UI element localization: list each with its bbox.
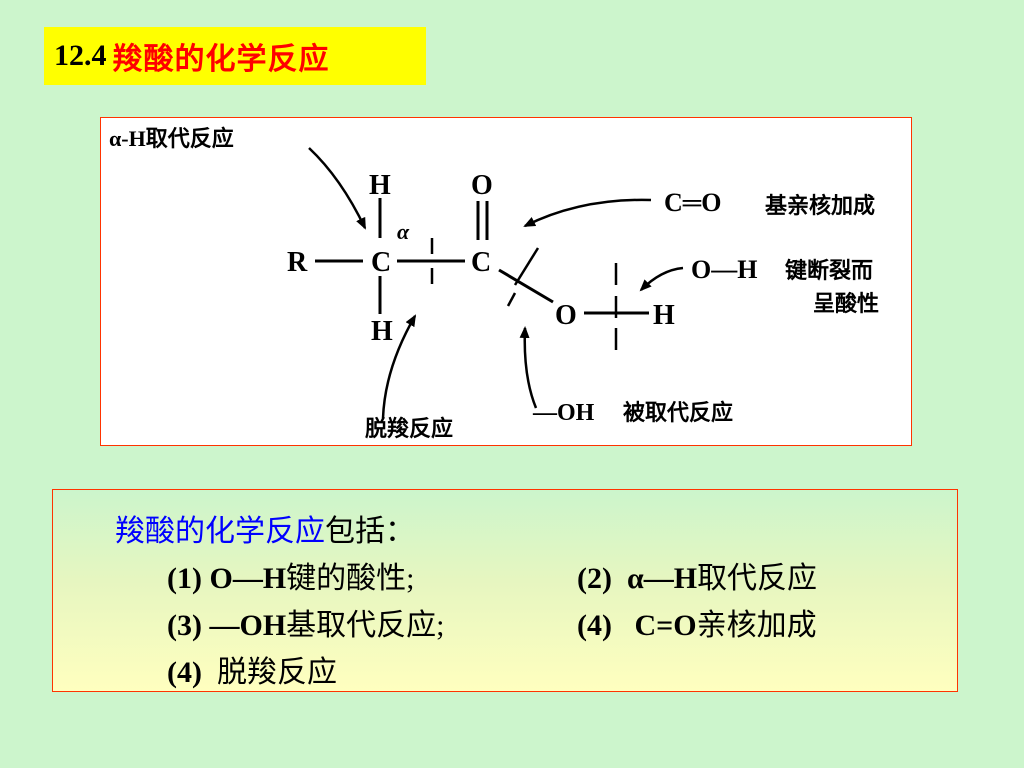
list-item: (3) —OH基取代反应; — [167, 600, 445, 644]
atom-h-top: H — [369, 170, 391, 201]
list-item: (1) O—H键的酸性; — [167, 553, 415, 597]
oh-sub-formula: —OH — [532, 400, 595, 426]
cleavage-marks — [430, 238, 618, 350]
list-item: (2) α—H取代反应 — [577, 553, 817, 597]
decarbox-label: 脱羧反应 — [365, 416, 453, 441]
oh-label-formula: O—H — [691, 255, 757, 284]
oh-label-text-1: 键断裂而 — [785, 258, 873, 283]
diagram-svg: α-H取代反应 H O R C C α H O H C═O 基亲核加成 O—H … — [109, 126, 879, 441]
co-label-text: 基亲核加成 — [765, 193, 875, 218]
item-number: (4) — [167, 656, 202, 689]
atom-c2: C — [471, 247, 491, 278]
section-number: 12.4 — [54, 39, 107, 72]
atom-o-ester: O — [555, 300, 577, 331]
slide-title: 12.4 羧酸的化学反应 — [44, 27, 426, 85]
oh-label-text-2: 呈酸性 — [813, 291, 879, 316]
summary-heading: 羧酸的化学反应 — [115, 515, 325, 548]
oh-sub-text: 被取代反应 — [623, 400, 733, 425]
summary-heading-suffix: 包括： — [325, 515, 415, 548]
summary-panel: 羧酸的化学反应包括： (1) O—H键的酸性; (2) α—H取代反应 (3) … — [52, 489, 958, 692]
item-formula: C=O — [634, 609, 697, 642]
section-title: 羧酸的化学反应 — [112, 43, 330, 76]
arrows — [308, 147, 684, 419]
atom-h-right: H — [653, 300, 675, 331]
item-formula: α—H — [626, 562, 698, 595]
co-label-formula: C═O — [664, 188, 721, 217]
atom-r: R — [287, 247, 308, 278]
item-text: 脱羧反应 — [216, 656, 337, 689]
alpha-symbol: α — [397, 219, 410, 244]
item-text: 取代反应 — [697, 562, 818, 595]
item-formula: —OH — [209, 609, 287, 642]
item-number: (1) — [167, 562, 202, 595]
item-formula: O—H — [209, 562, 287, 595]
summary-heading-line: 羧酸的化学反应包括： — [115, 506, 415, 550]
list-item: (4) 脱羧反应 — [167, 647, 337, 691]
item-number: (4) — [577, 609, 612, 642]
atom-o-top: O — [471, 170, 493, 201]
bonds — [315, 198, 649, 315]
item-text: 亲核加成 — [696, 609, 817, 642]
item-text: 键的酸性; — [286, 562, 415, 595]
atom-h-bottom: H — [371, 316, 393, 347]
item-text: 基取代反应; — [286, 609, 445, 642]
reaction-diagram: α-H取代反应 H O R C C α H O H C═O 基亲核加成 O—H … — [100, 117, 912, 446]
item-number: (3) — [167, 609, 202, 642]
alpha-h-label: α-H取代反应 — [109, 126, 234, 151]
atom-c1: C — [371, 247, 391, 278]
list-item: (4) C=O亲核加成 — [577, 600, 817, 644]
item-number: (2) — [577, 562, 612, 595]
